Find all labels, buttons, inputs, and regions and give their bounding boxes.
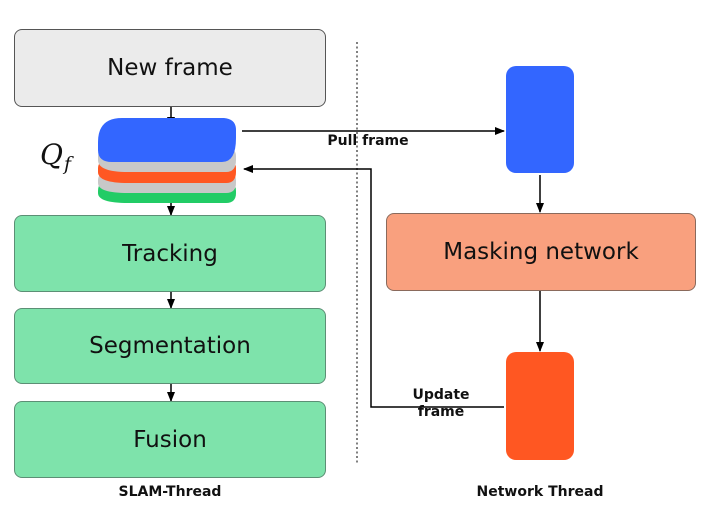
segmentation-box: Segmentation [14,308,326,384]
masking-network-label: Masking network [443,239,639,265]
pull-frame-label: Pull frame [327,133,409,149]
tracking-label: Tracking [122,240,218,267]
fusion-label: Fusion [133,426,207,453]
frame-queue-stack [98,118,236,203]
segmentation-label: Segmentation [89,333,251,359]
queue-label: Qf [40,138,71,175]
arrow-update-frame [243,165,504,408]
queue-subscript: f [63,153,72,175]
network-input-frame [506,66,574,173]
queue-frame-blue [98,118,236,162]
network-thread-caption: Network Thread [476,484,604,500]
update-frame-label: Update frame [395,387,487,421]
new-frame-box: New frame [14,29,326,107]
update-frame-line1: Update [412,387,470,403]
update-frame-line2: frame [417,404,465,420]
fusion-box: Fusion [14,401,326,478]
slam-thread-caption: SLAM-Thread [118,484,222,500]
new-frame-label: New frame [107,55,233,81]
tracking-box: Tracking [14,215,326,292]
queue-symbol: Q [40,138,63,171]
masking-network-box: Masking network [386,213,696,291]
network-output-frame [506,352,574,460]
